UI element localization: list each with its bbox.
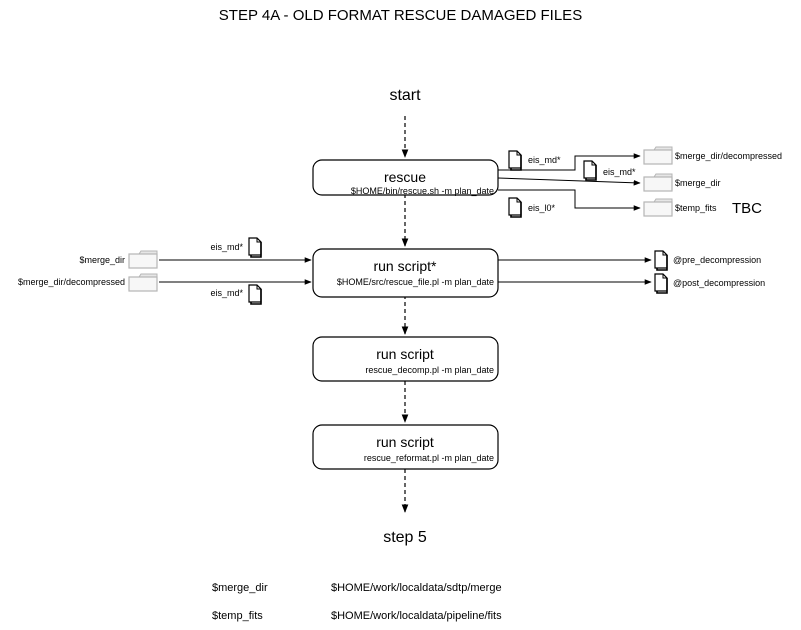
run-output-2: @post_decompression — [673, 278, 765, 288]
folder-icon — [643, 173, 673, 192]
rescue-dest-1: $merge_dir/decompressed — [675, 151, 782, 161]
run-input-src-1: $merge_dir — [79, 255, 125, 265]
legend-path-1: $HOME/work/localdata/sdtp/merge — [331, 582, 502, 594]
run-script-rescue-file-box: run script* $HOME/src/rescue_file.pl -m … — [312, 248, 499, 298]
run-input-src-2: $merge_dir/decompressed — [18, 277, 125, 287]
file-icon — [583, 160, 597, 181]
legend: $merge_dir $HOME/work/localdata/sdtp/mer… — [212, 582, 502, 622]
rescue-box-command: $HOME/bin/rescue.sh -m plan_date — [351, 186, 494, 196]
rescue-output-file-3: eis_l0* — [528, 203, 556, 213]
run-script-reformat-box: run script rescue_reformat.pl -m plan_da… — [312, 424, 499, 470]
folder-icon — [128, 250, 158, 269]
legend-path-2: $HOME/work/localdata/pipeline/fits — [331, 610, 502, 622]
run-script-3-command: rescue_reformat.pl -m plan_date — [364, 453, 494, 463]
folder-icon — [128, 273, 158, 292]
tbc-note: TBC — [732, 200, 762, 217]
rescue-output-file-2: eis_md* — [603, 167, 636, 177]
file-icon — [248, 237, 262, 258]
folder-icon — [643, 198, 673, 217]
run-script-decomp-box: run script rescue_decomp.pl -m plan_date — [312, 336, 499, 382]
file-icon — [508, 150, 522, 171]
rescue-dest-3: $temp_fits — [675, 203, 717, 213]
legend-name-1: $merge_dir — [212, 582, 268, 594]
legend-name-2: $temp_fits — [212, 610, 263, 622]
run-script-input-arrows — [159, 257, 312, 285]
run-output-1: @pre_decompression — [673, 255, 761, 265]
start-label: start — [389, 87, 421, 104]
file-icon — [508, 197, 522, 218]
run-input-file-1: eis_md* — [210, 242, 243, 252]
run-script-output-arrows — [498, 257, 652, 285]
folder-icon — [643, 146, 673, 165]
run-script-3-title: run script — [376, 434, 434, 450]
rescue-box: rescue $HOME/bin/rescue.sh -m plan_date — [312, 159, 499, 196]
run-script-2-title: run script — [376, 346, 434, 362]
page-title: STEP 4A - OLD FORMAT RESCUE DAMAGED FILE… — [218, 7, 583, 24]
rescue-output-file-1: eis_md* — [528, 155, 561, 165]
rescue-box-title: rescue — [384, 169, 426, 185]
run-script-2-command: rescue_decomp.pl -m plan_date — [365, 365, 494, 375]
file-icon — [654, 273, 668, 294]
rescue-output-arrows — [497, 153, 641, 211]
run-input-file-2: eis_md* — [210, 288, 243, 298]
end-label: step 5 — [383, 529, 427, 546]
file-icon — [654, 250, 668, 271]
run-script-1-command: $HOME/src/rescue_file.pl -m plan_date — [337, 277, 494, 287]
file-icon — [248, 284, 262, 305]
run-script-1-title: run script* — [373, 258, 437, 274]
rescue-dest-2: $merge_dir — [675, 178, 721, 188]
